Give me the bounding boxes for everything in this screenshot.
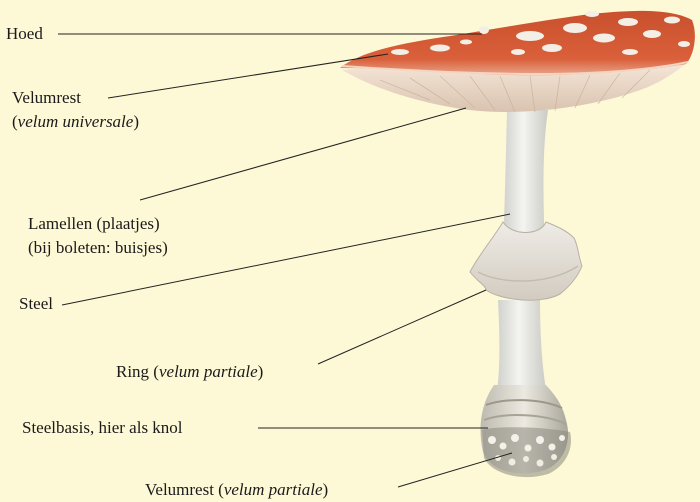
label-velumrest-universale-line1: Velumrest	[12, 88, 139, 108]
label-velumrest-partiale-italic: velum partiale	[224, 480, 323, 499]
mushroom-illustration	[340, 11, 695, 477]
label-steel-text: Steel	[19, 294, 53, 313]
label-hoed-text: Hoed	[6, 24, 43, 43]
ring	[470, 222, 582, 300]
label-steelbasis-text: Steelbasis, hier als knol	[22, 418, 183, 437]
label-ring-prefix: Ring (	[116, 362, 159, 381]
label-hoed: Hoed	[6, 24, 43, 44]
label-velumrest-universale-line2: (velum universale)	[12, 112, 139, 132]
label-velum-universale-italic: velum universale	[18, 112, 134, 131]
label-ring-italic: velum partiale	[159, 362, 258, 381]
leader-velumrest-universale	[108, 54, 388, 98]
label-lamellen: Lamellen (plaatjes) (bij boleten: buisje…	[28, 214, 168, 258]
stem-lower	[497, 300, 546, 390]
leader-lamellen	[140, 108, 466, 200]
volva-remnants	[482, 427, 571, 477]
label-lamellen-line2: (bij boleten: buisjes)	[28, 238, 168, 258]
label-ring: Ring (velum partiale)	[116, 362, 263, 382]
label-ring-suffix: )	[258, 362, 264, 381]
label-velumrest-universale: Velumrest (velum universale)	[12, 88, 139, 132]
label-steel: Steel	[19, 294, 53, 314]
label-velumrest-partiale: Velumrest (velum partiale)	[145, 480, 328, 500]
leader-velumrest-partiale	[398, 453, 512, 487]
label-velumrest-partiale-suffix: )	[323, 480, 329, 499]
cap	[340, 11, 695, 75]
label-steelbasis: Steelbasis, hier als knol	[22, 418, 183, 438]
label-lamellen-line1: Lamellen (plaatjes)	[28, 214, 168, 234]
paren-close: )	[133, 112, 139, 131]
leader-ring	[318, 290, 486, 364]
label-velumrest-partiale-prefix: Velumrest (	[145, 480, 224, 499]
